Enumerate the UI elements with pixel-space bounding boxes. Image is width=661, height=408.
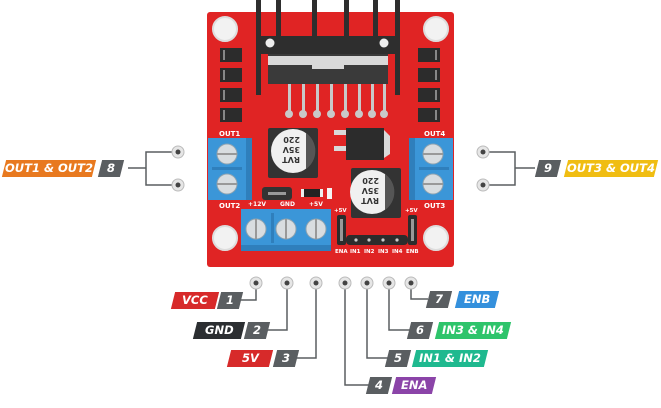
cap-text-2: 35V — [282, 145, 300, 154]
badge-8: 8 — [97, 160, 125, 177]
cap-text-1: RVT — [282, 155, 300, 164]
cap2-text-2: 35V — [361, 186, 379, 195]
badge-2: 2 — [243, 322, 271, 339]
badge-5: 5 — [384, 350, 412, 367]
pin-dot-out1 — [171, 145, 185, 159]
pin-dots — [171, 145, 490, 290]
terminal-block-out1-out2 — [208, 138, 252, 200]
silk-ena-5v: +5V — [334, 208, 347, 214]
led — [327, 188, 332, 199]
diodes-right — [418, 48, 440, 122]
mounting-holes — [212, 16, 449, 251]
pin-dot-out2 — [171, 178, 185, 192]
silk-enb: ENB — [406, 249, 419, 255]
silk-out3: OUT3 — [424, 202, 445, 210]
silk-ena: ENA — [335, 249, 348, 255]
resistor — [301, 189, 323, 197]
pin-dot-ena — [338, 276, 352, 290]
terminal-block-out3-out4 — [409, 138, 453, 200]
pin-dot-5v — [309, 276, 323, 290]
cap2-text-3: 220 — [362, 176, 379, 185]
silk-out1: OUT1 — [219, 130, 240, 138]
pin-dot-out3 — [476, 178, 490, 192]
l298n-chip — [268, 54, 388, 118]
header-pins — [337, 215, 417, 245]
label-out1-out2: OUT1 & OUT2 — [1, 160, 97, 177]
capacitor-left: RVT 35V 220 — [268, 128, 318, 178]
label-enb: ENB — [454, 291, 500, 308]
label-ena: ENA — [391, 377, 437, 394]
silk-in2: IN2 — [364, 249, 375, 255]
label-in1-in2: IN1 & IN2 — [411, 350, 489, 367]
pin-dot-in3-in4 — [382, 276, 396, 290]
silk-5v: +5V — [309, 201, 323, 208]
label-out3-out4: OUT3 & OUT4 — [563, 160, 659, 177]
silk-12v: +12V — [248, 201, 266, 208]
silk-enb-5v: +5V — [405, 208, 418, 214]
silk-in3: IN3 — [378, 249, 389, 255]
badge-1: 1 — [216, 292, 244, 309]
jumper-12v — [262, 187, 292, 200]
label-vcc: VCC — [170, 292, 220, 309]
label-gnd: GND — [192, 322, 246, 339]
terminal-block-power — [241, 209, 331, 251]
diodes-left — [220, 48, 242, 122]
silk-in4: IN4 — [392, 249, 403, 255]
badge-4: 4 — [365, 377, 393, 394]
badge-7: 7 — [425, 291, 453, 308]
cap-text-3: 220 — [283, 135, 300, 144]
pin-dot-in1-in2 — [360, 276, 374, 290]
label-5v: 5V — [226, 350, 274, 367]
silk-in1: IN1 — [350, 249, 361, 255]
badge-3: 3 — [272, 350, 300, 367]
badge-9: 9 — [534, 160, 562, 177]
pin-dot-out4 — [476, 145, 490, 159]
silk-gnd: GND — [280, 201, 295, 208]
silk-out2: OUT2 — [219, 202, 240, 210]
pin-dot-vcc — [249, 276, 263, 290]
pin-dot-enb — [404, 276, 418, 290]
badge-6: 6 — [406, 322, 434, 339]
voltage-regulator — [334, 128, 390, 160]
capacitor-right: RVT 35V 220 — [350, 168, 401, 218]
cap2-text-1: RVT — [361, 196, 379, 205]
heatsink — [256, 0, 400, 95]
label-in3-in4: IN3 & IN4 — [434, 322, 512, 339]
pin-dot-gnd — [280, 276, 294, 290]
silk-out4: OUT4 — [424, 130, 445, 138]
